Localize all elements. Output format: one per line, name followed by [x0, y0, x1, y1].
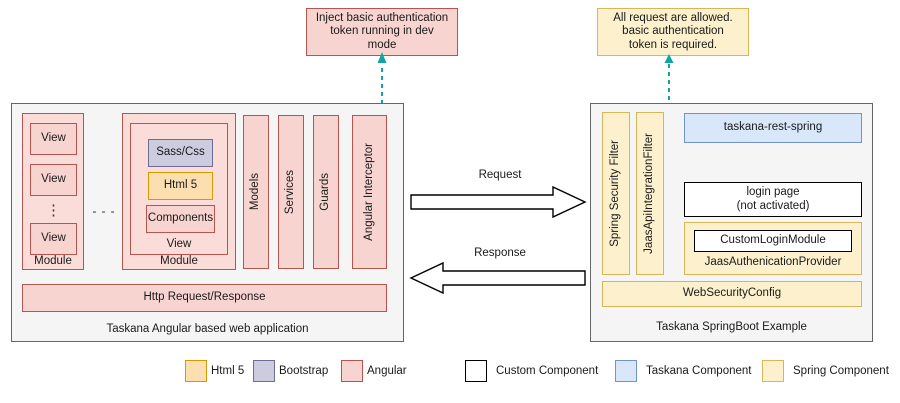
column-models-label: Models: [249, 173, 262, 211]
module-simple-label: Module: [34, 255, 72, 268]
legend-item-spring-component: Spring Component: [762, 360, 889, 382]
module-detailed-label: Module: [160, 255, 198, 268]
module-simple-view-1[interactable]: View: [30, 123, 77, 155]
login-page-line-1: login page: [746, 185, 800, 198]
legend-swatch-bootstrap: [253, 360, 275, 382]
http-request-response-bar[interactable]: Http Request/Response: [22, 284, 387, 312]
inject-token-note: Inject basic authentication token runnin…: [306, 8, 458, 56]
all-requests-note: All request are allowed. basic authentic…: [597, 8, 749, 56]
legend-label-custom-component: Custom Component: [496, 365, 599, 377]
request-label: Request: [478, 169, 522, 182]
inject-token-note-line-1: Inject basic authentication: [315, 11, 449, 24]
spring-security-filter-label: Spring Security Filter: [609, 140, 622, 247]
column-angular-interceptor[interactable]: Angular Interceptor: [352, 115, 387, 269]
column-angular-interceptor-label: Angular Interceptor: [362, 143, 375, 241]
legend-swatch-angular: [341, 360, 363, 382]
module-simple-ellipsis: ⋮: [46, 202, 61, 219]
custom-login-module-box[interactable]: CustomLoginModule: [694, 230, 852, 252]
legend-label-bootstrap: Bootstrap: [279, 365, 329, 377]
module-detailed-view-label: View: [166, 238, 192, 251]
legend-item-custom-component: Custom Component: [465, 360, 598, 382]
web-security-config-box[interactable]: WebSecurityConfig: [602, 281, 862, 307]
taskana-rest-spring-box[interactable]: taskana-rest-spring: [684, 113, 862, 143]
module-simple-view-3[interactable]: View: [30, 223, 77, 255]
login-page-line-2: (not activated): [736, 199, 810, 212]
legend-swatch-html5: [185, 360, 207, 382]
inject-token-note-line-2: token running in dev: [330, 25, 434, 38]
client-container-caption: Taskana Angular based web application: [106, 323, 309, 336]
column-services-label: Services: [284, 169, 297, 215]
all-requests-note-line-2: basic authentication: [622, 25, 724, 38]
legend-swatch-spring-component: [762, 360, 784, 382]
legend-item-angular: Angular: [341, 360, 407, 382]
server-container-caption: Taskana SpringBoot Example: [656, 321, 807, 334]
legend-label-html5: Html 5: [211, 365, 245, 377]
jaas-api-integration-filter[interactable]: JaasApiIntegrationFilter: [636, 112, 664, 275]
legend-label-spring-component: Spring Component: [793, 365, 889, 377]
column-guards-label: Guards: [319, 173, 332, 211]
module-simple-view-2[interactable]: View: [30, 164, 77, 196]
login-page-box[interactable]: login page (not activated): [684, 182, 862, 217]
legend-label-taskana-component: Taskana Component: [646, 365, 752, 377]
request-arrow: [410, 185, 587, 219]
column-models[interactable]: Models: [243, 115, 269, 269]
legend-item-html5: Html 5: [185, 360, 244, 382]
response-arrow: [409, 261, 586, 295]
legend-swatch-taskana-component: [615, 360, 637, 382]
response-label: Response: [474, 247, 526, 260]
sass-css-box[interactable]: Sass/Css: [148, 139, 213, 167]
inject-token-note-line-3: mode: [367, 38, 397, 51]
legend-item-bootstrap: Bootstrap: [253, 360, 328, 382]
column-guards[interactable]: Guards: [313, 115, 339, 269]
html5-box[interactable]: Html 5: [148, 172, 213, 200]
jaas-authentication-provider-label: JaasAuthenicationProvider: [704, 256, 842, 269]
spring-security-filter[interactable]: Spring Security Filter: [602, 112, 630, 275]
legend-item-taskana-component: Taskana Component: [615, 360, 751, 382]
column-services[interactable]: Services: [278, 115, 304, 269]
all-requests-note-line-1: All request are allowed.: [613, 11, 733, 24]
legend-swatch-custom-component: [465, 360, 487, 382]
legend-label-angular: Angular: [367, 365, 407, 377]
modules-ellipsis: - - -: [92, 206, 116, 219]
jaas-api-integration-filter-label: JaasApiIntegrationFilter: [643, 133, 656, 254]
components-box[interactable]: Components: [146, 205, 215, 233]
all-requests-note-line-3: token is required.: [628, 38, 718, 51]
